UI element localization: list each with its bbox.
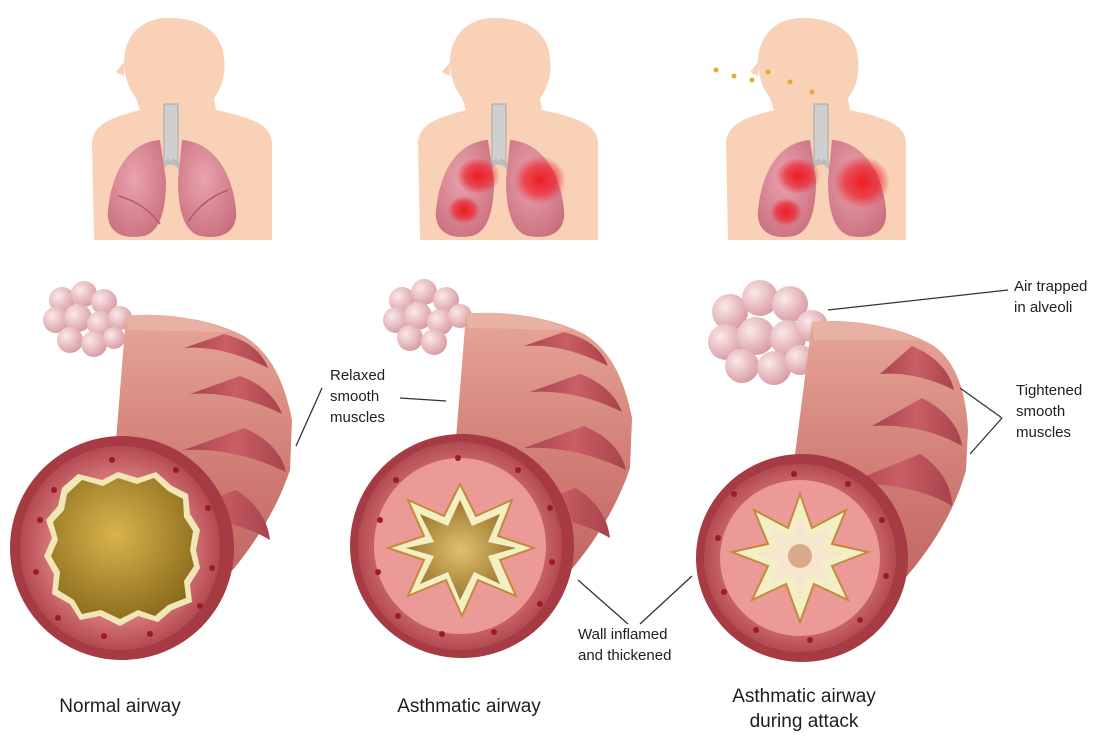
- caption-attack-line-2: during attack: [704, 709, 904, 734]
- panel-attack: [696, 18, 968, 662]
- callout-wall-inflamed: Wall inflamed and thickened: [578, 624, 671, 666]
- callout-wall-line-2: and thickened: [578, 645, 671, 666]
- caption-asthmatic-airway: Asthmatic airway: [374, 694, 564, 719]
- callout-relaxed-line-2: smooth: [330, 386, 385, 407]
- callout-wall-line-1: Wall inflamed: [578, 624, 671, 645]
- leader-wall-left: [578, 580, 628, 624]
- cross-section-asthmatic: [350, 434, 574, 658]
- caption-attack-line-1: Asthmatic airway: [704, 684, 904, 709]
- callout-air-trapped-line-1: Air trapped: [1014, 276, 1087, 297]
- leader-wall-right: [640, 576, 692, 624]
- caption-asthmatic-attack: Asthmatic airway during attack: [704, 684, 904, 734]
- leader-air-trapped: [828, 290, 1008, 310]
- cross-section-attack: [696, 454, 908, 662]
- caption-normal-airway: Normal airway: [30, 694, 210, 719]
- leader-relaxed-right: [400, 398, 446, 401]
- leader-relaxed-left: [296, 388, 322, 446]
- panel-asthmatic: [350, 18, 632, 658]
- callout-tightened-line-1: Tightened: [1016, 380, 1082, 401]
- callout-air-trapped-line-2: in alveoli: [1014, 297, 1087, 318]
- callout-tightened-muscles: Tightened smooth muscles: [1016, 380, 1082, 443]
- panel-normal: [10, 18, 292, 660]
- cross-section-normal: [10, 436, 234, 660]
- callout-air-trapped: Air trapped in alveoli: [1014, 276, 1087, 318]
- alveoli-normal: [43, 281, 132, 357]
- callout-relaxed-muscles: Relaxed smooth muscles: [330, 365, 385, 428]
- callout-tightened-line-3: muscles: [1016, 422, 1082, 443]
- callout-relaxed-line-3: muscles: [330, 407, 385, 428]
- leader-tightened-lower: [970, 418, 1002, 454]
- callout-relaxed-line-1: Relaxed: [330, 365, 385, 386]
- caption-normal-line-1: Normal airway: [30, 694, 210, 719]
- alveoli-asthmatic: [383, 279, 472, 355]
- callout-tightened-line-2: smooth: [1016, 401, 1082, 422]
- caption-asthmatic-line-1: Asthmatic airway: [374, 694, 564, 719]
